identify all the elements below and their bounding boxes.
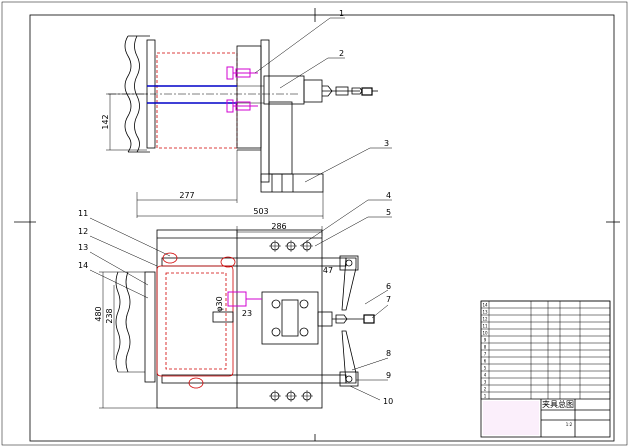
callout-9: 9 (386, 371, 391, 380)
bom-row-number: 1 (484, 394, 487, 399)
bom-row-number: 5 (484, 366, 487, 371)
callout-12: 12 (78, 227, 88, 236)
callout-8: 8 (386, 349, 391, 358)
bom-row-number: 7 (484, 352, 487, 357)
dim-hole-dia: φ30 (215, 296, 224, 311)
dim-bottom-height-outer: 480 (94, 306, 103, 321)
callout-1: 1 (339, 9, 344, 18)
callout-3: 3 (384, 139, 389, 148)
inner-border (29, 14, 615, 442)
bom-row-number: 9 (484, 338, 487, 343)
callout-2: 2 (339, 49, 344, 58)
callout-14: 14 (78, 261, 88, 270)
dim-top-height: 142 (101, 114, 110, 129)
bom-row-number: 4 (484, 373, 487, 378)
top-view: 142 277 503 (101, 35, 378, 219)
callout-6: 6 (386, 282, 391, 291)
callout-11: 11 (78, 209, 88, 218)
bom-row-number: 8 (484, 345, 487, 350)
bom-row-number: 6 (484, 359, 487, 364)
bom-row-number: 13 (482, 310, 488, 315)
callout-leaders (89, 17, 392, 401)
bottom-view: φ30 23 47 286 480 238 (94, 222, 375, 409)
title-block: 14 13 12 11 10 9 8 7 6 5 4 3 2 1 夹具总图 1:2 (480, 300, 611, 438)
callout-4: 4 (386, 191, 391, 200)
callout-7: 7 (386, 295, 391, 304)
bom-row-number: 2 (484, 387, 487, 392)
dim-top-outer: 503 (253, 207, 268, 216)
dim-small: 23 (242, 309, 252, 318)
bolt-top-2 (226, 99, 258, 113)
drawing-name: 夹具总图 (542, 399, 574, 409)
callout-13: 13 (78, 243, 88, 252)
callout-10: 10 (383, 397, 393, 406)
bom-row-number: 10 (482, 331, 488, 336)
dim-bottom-height-inner: 238 (105, 308, 114, 323)
dim-rod: 47 (323, 266, 333, 275)
bom-row-number: 14 (482, 303, 488, 308)
callout-5: 5 (386, 208, 391, 217)
bom-row-number: 11 (482, 324, 488, 329)
bom-row-number: 3 (484, 380, 487, 385)
bolt-top-1 (226, 66, 258, 80)
dim-bottom-width: 286 (271, 222, 286, 231)
drawing-scale: 1:2 (566, 422, 573, 427)
bom-row-number: 12 (482, 317, 488, 322)
dim-top-inner: 277 (179, 191, 194, 200)
callout-numbers: 1 2 3 4 5 6 7 8 9 10 11 12 13 14 (78, 9, 393, 406)
